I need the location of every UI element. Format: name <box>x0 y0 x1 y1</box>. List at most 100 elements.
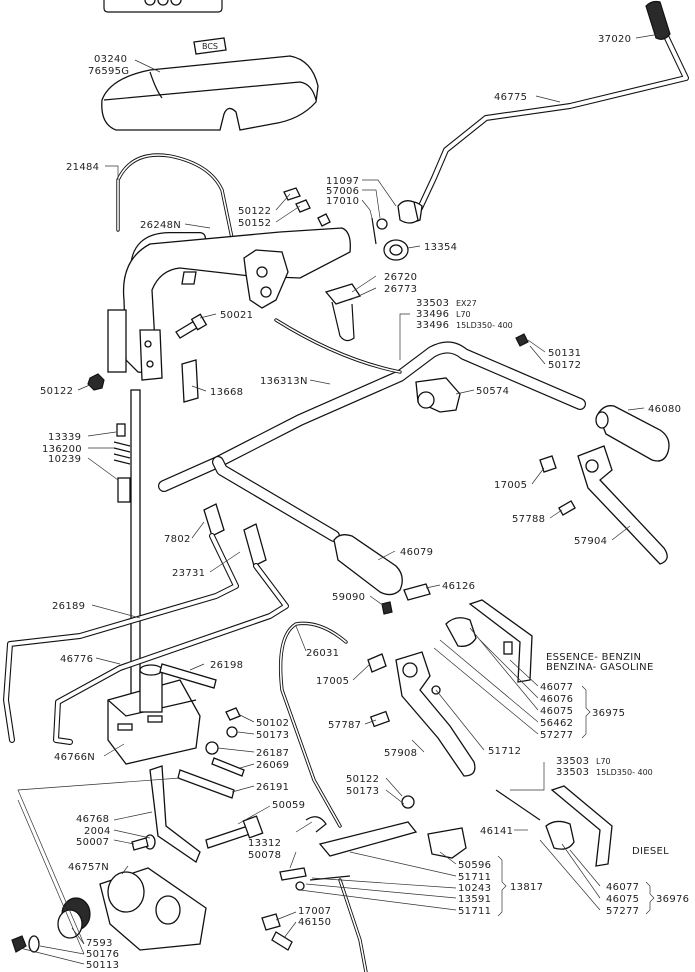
label-33496-15ld-suffix: 15LD350- 400 <box>456 321 513 330</box>
clip-13312 <box>305 816 327 833</box>
label-50152: 50152 <box>238 218 271 229</box>
bracket-46766N <box>107 664 201 765</box>
hood-badge-text: BCS <box>202 42 218 51</box>
handlebar-bracket-26248N <box>107 227 351 381</box>
label-50122-mid: 50122 <box>346 774 379 785</box>
clamp-26720 <box>324 283 362 342</box>
label-57788: 57788 <box>512 514 545 525</box>
label-13339: 13339 <box>48 432 81 443</box>
cable-end-17005b <box>367 653 387 673</box>
label-136313N: 136313N <box>260 376 308 387</box>
hood-badge: BCS <box>193 37 227 55</box>
screw-57787 <box>369 710 391 728</box>
label-51711-a: 51711 <box>458 872 491 883</box>
bolt-50021 <box>175 313 208 339</box>
label-26191: 26191 <box>256 782 289 793</box>
label-50007: 50007 <box>76 837 109 848</box>
label-51712: 51712 <box>488 746 521 757</box>
label-33503-ex27: 33503 <box>416 298 449 309</box>
link-26191 <box>177 769 235 799</box>
label-essence-benzin: ESSENCE- BENZIN <box>546 652 641 663</box>
label-59090: 59090 <box>332 592 365 603</box>
label-33503-15ld-suffix: 15LD350- 400 <box>596 768 653 777</box>
label-33503-l70: 33503 <box>556 756 589 767</box>
label-46775: 46775 <box>494 92 527 103</box>
screw-59090 <box>381 601 393 615</box>
label-diesel: DIESEL <box>632 846 669 857</box>
label-136200: 136200 <box>42 444 82 455</box>
label-10243: 10243 <box>458 883 491 894</box>
cable-26031 <box>278 621 368 972</box>
label-33503-l70-suffix: L70 <box>596 757 611 766</box>
bolt-50078 <box>279 867 307 891</box>
label-46077-b: 46077 <box>606 882 639 893</box>
nuts-50122-50152 <box>283 187 331 227</box>
rod-26189 <box>3 533 239 743</box>
cable-21484 <box>116 153 234 240</box>
label-57904: 57904 <box>574 536 607 547</box>
label-50173-a: 50173 <box>256 730 289 741</box>
label-46150: 46150 <box>298 917 331 928</box>
spring-assembly <box>113 423 131 503</box>
label-26187: 26187 <box>256 748 289 759</box>
nuts-50102 <box>205 707 241 755</box>
top-frame-remnant <box>103 0 223 13</box>
label-17010: 17010 <box>326 196 359 207</box>
label-26720: 26720 <box>384 272 417 283</box>
label-26773: 26773 <box>384 284 417 295</box>
label-50021: 50021 <box>220 310 253 321</box>
nut-50122-left <box>87 373 105 391</box>
label-13312: 13312 <box>248 838 281 849</box>
label-33496-l70-suffix: L70 <box>456 310 471 319</box>
label-46141: 46141 <box>480 826 513 837</box>
grip-46079 <box>333 534 403 596</box>
label-57277-a: 57277 <box>540 730 573 741</box>
label-21484: 21484 <box>66 162 99 173</box>
label-46126: 46126 <box>442 581 475 592</box>
cable-clamp-diesel <box>495 785 613 867</box>
label-46079: 46079 <box>400 547 433 558</box>
label-13668: 13668 <box>210 387 243 398</box>
label-50078: 50078 <box>248 850 281 861</box>
label-7593: 7593 <box>86 938 113 949</box>
label-03240: 03240 <box>94 54 127 65</box>
rod-23731 <box>243 523 267 567</box>
bolt-50059 <box>205 815 264 849</box>
label-50102: 50102 <box>256 718 289 729</box>
label-46080: 46080 <box>648 404 681 415</box>
label-36976: 36976 <box>656 894 689 905</box>
label-33503-15ld: 33503 <box>556 767 589 778</box>
axle-housing-46757N <box>57 867 207 951</box>
label-26198: 26198 <box>210 660 243 671</box>
leader-lines <box>17 33 661 965</box>
label-46757N: 46757N <box>68 862 109 873</box>
label-50113: 50113 <box>86 960 119 971</box>
label-57006: 57006 <box>326 186 359 197</box>
nuts-50131 <box>515 333 529 347</box>
label-13591: 13591 <box>458 894 491 905</box>
label-46768: 46768 <box>76 814 109 825</box>
label-benzina-gasoline: BENZINA- GASOLINE <box>546 662 654 673</box>
grip-46080 <box>595 405 670 462</box>
label-2004: 2004 <box>84 826 111 837</box>
label-17007: 17007 <box>298 906 331 917</box>
part-46126 <box>403 583 431 601</box>
label-50173-b: 50173 <box>346 786 379 797</box>
label-50596: 50596 <box>458 860 491 871</box>
rod-7802 <box>203 503 225 537</box>
bushing-13354 <box>383 239 409 261</box>
label-26189: 26189 <box>52 601 85 612</box>
label-56462: 56462 <box>540 718 573 729</box>
label-50176: 50176 <box>86 949 119 960</box>
label-46776: 46776 <box>60 654 93 665</box>
label-26248N: 26248N <box>140 220 181 231</box>
label-50172: 50172 <box>548 360 581 371</box>
throttle-lever-50574 <box>415 377 461 413</box>
label-57277-b: 57277 <box>606 906 639 917</box>
label-50122-left: 50122 <box>40 386 73 397</box>
label-10239: 10239 <box>48 454 81 465</box>
label-13354: 13354 <box>424 242 457 253</box>
throttle-cable-33503 <box>274 318 402 374</box>
